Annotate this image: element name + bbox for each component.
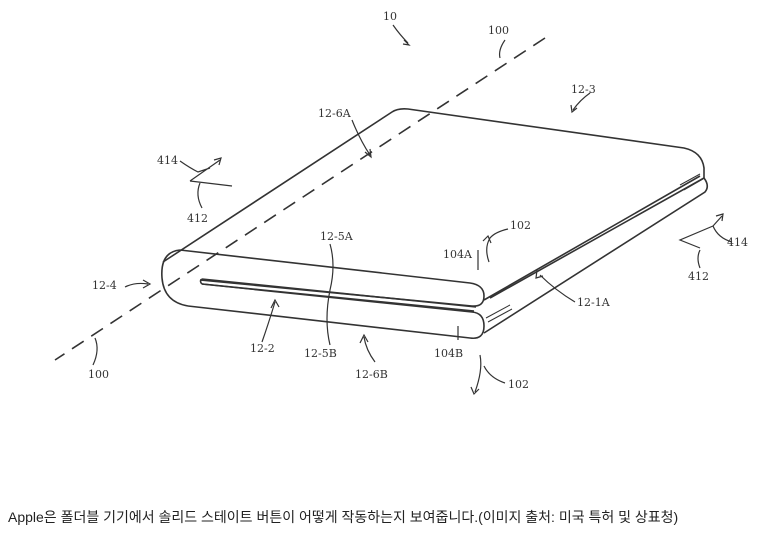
label-12-5B: 12-5B [304,347,337,360]
label-12-1A: 12-1A [577,296,611,309]
label-100-bottom: 100 [88,368,109,381]
patent-drawing-foldable-device: 10 100 12-3 12-6A 414 412 102 12-5A 104A… [54,10,748,396]
fold-hinge [161,249,189,307]
label-10: 10 [383,10,397,23]
upper-panel-outline [162,108,705,299]
fold-axis-line [54,37,546,361]
leader-lines [92,24,733,396]
label-104A: 104A [443,248,473,261]
label-414-left: 414 [157,154,178,167]
label-12-2: 12-2 [250,342,275,355]
label-12-6B: 12-6B [355,368,388,381]
label-12-3: 12-3 [571,83,596,96]
label-104B: 104B [434,347,463,360]
label-102-bottom: 102 [508,378,529,391]
label-414-right: 414 [727,236,748,249]
label-100-top: 100 [488,24,509,37]
image-caption: Apple은 폴더블 기기에서 솔리드 스테이트 버튼이 어떻게 작동하는지 보… [8,509,679,525]
label-12-5A: 12-5A [320,230,354,243]
upper-slab-front [179,249,485,307]
label-412-right: 412 [688,270,709,283]
right-edges [483,175,709,334]
label-12-4: 12-4 [92,279,117,292]
lower-slab-front [187,283,485,340]
label-412-left: 412 [187,212,208,225]
label-102-top: 102 [510,219,531,232]
solid-state-button-slot [199,278,477,312]
label-12-6A: 12-6A [318,107,352,120]
hinge-hatch [485,173,704,323]
